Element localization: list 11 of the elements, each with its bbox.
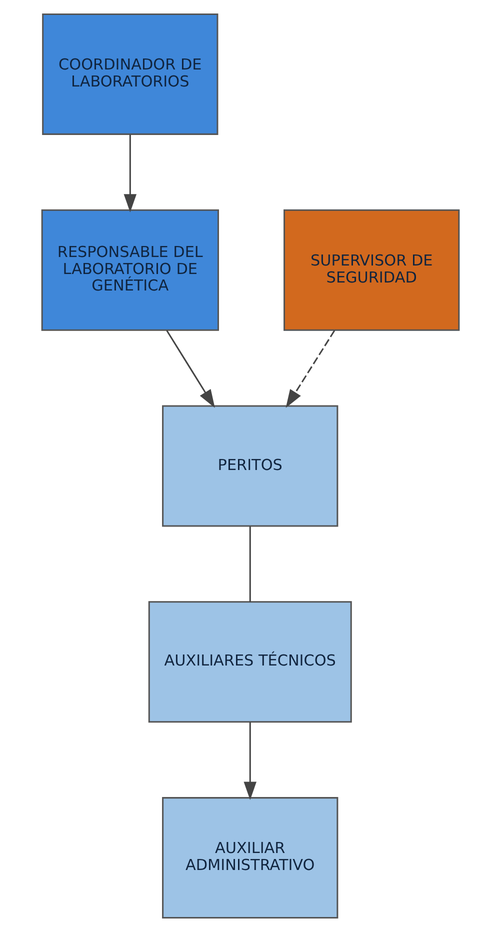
node-box: AUXILIARES TÉCNICOS (148, 601, 352, 723)
node-box: COORDINADOR DE LABORATORIOS (42, 13, 218, 135)
arrow (243, 722, 256, 800)
node-box: PERITOS (162, 405, 338, 527)
node-box: SUPERVISOR DE SEGURIDAD (283, 209, 460, 331)
arrow (285, 330, 335, 408)
node-box: RESPONSABLE DEL LABORATORIO DE GENÉTICA (40, 209, 218, 331)
arrow (123, 134, 136, 212)
node-box: AUXILIAR ADMINISTRATIVO (162, 797, 338, 919)
connector (248, 526, 250, 602)
arrow (166, 330, 214, 408)
